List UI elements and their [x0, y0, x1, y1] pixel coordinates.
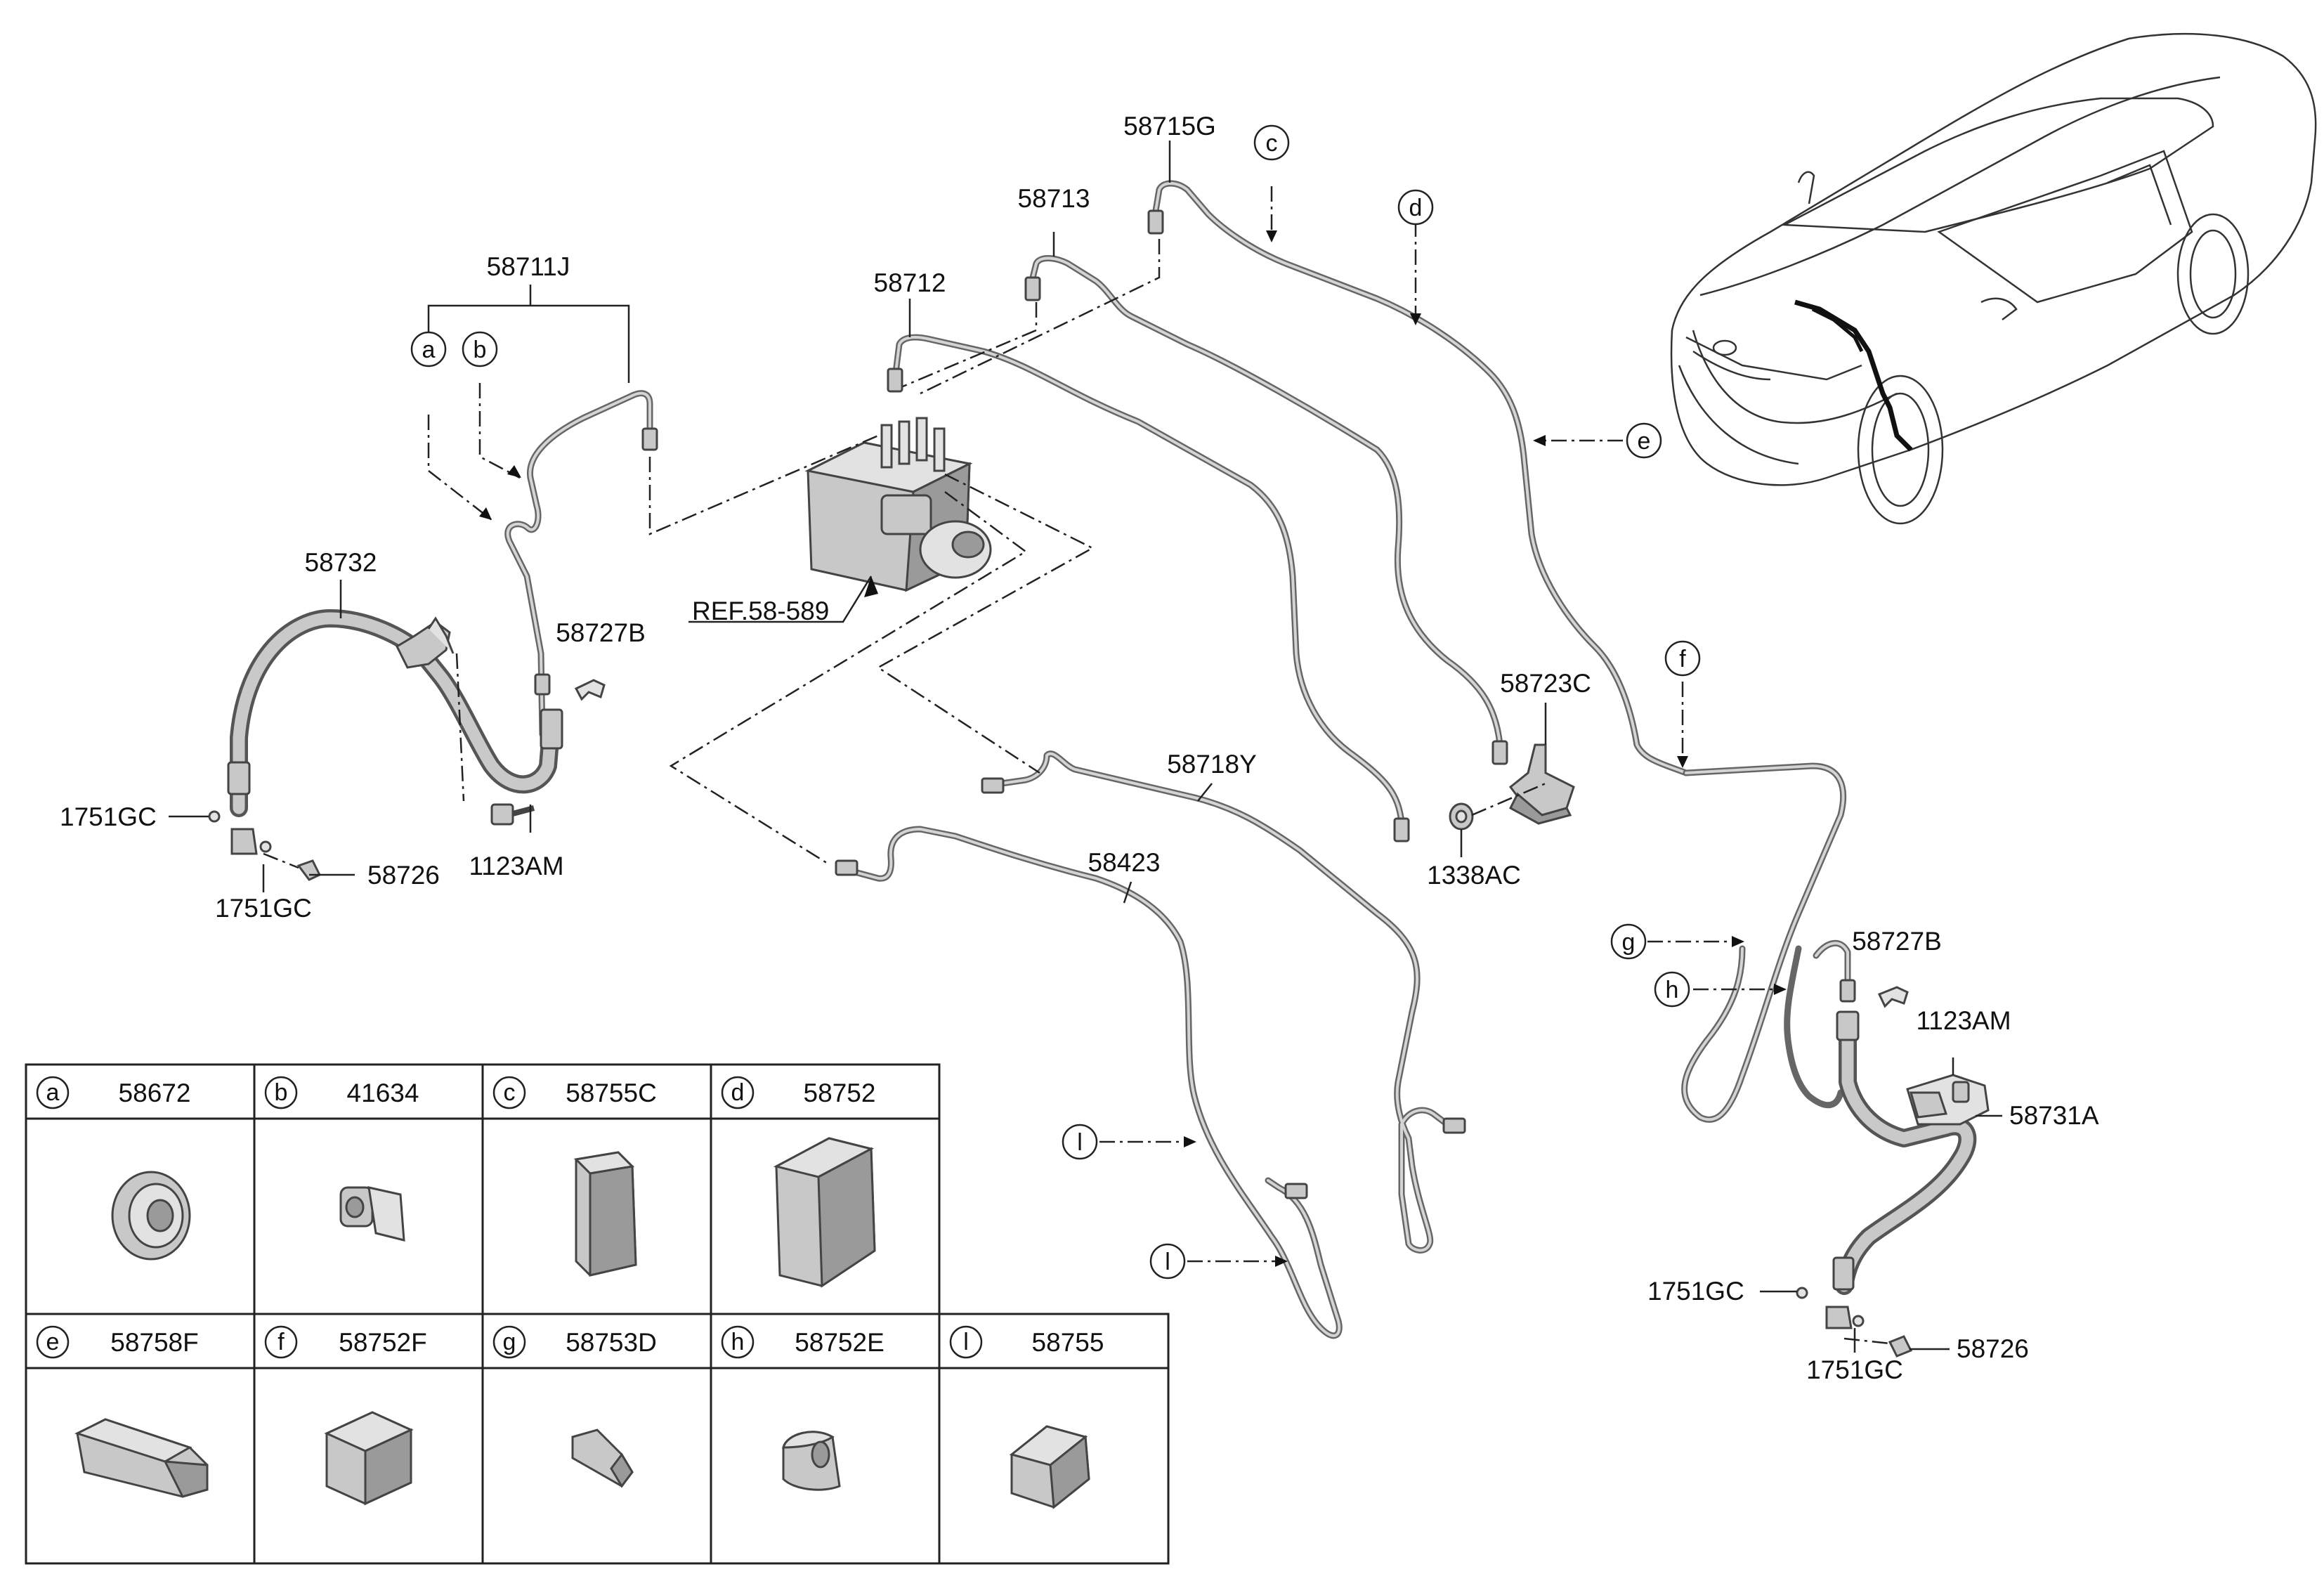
- nut-1338AC: [1449, 802, 1474, 831]
- table-letter-c: c: [504, 1079, 516, 1106]
- callout-e-letter: e: [1638, 428, 1651, 455]
- table-cell-c: c 58755C: [492, 1076, 657, 1277]
- parts-table: a 58672 b 41634 c 58755C d 58752: [25, 1063, 1170, 1565]
- table-letter-b: b: [275, 1079, 288, 1106]
- bracket-58723C: [1508, 743, 1575, 825]
- table-letter-f: f: [278, 1329, 285, 1355]
- brake-pipe-58423: [835, 826, 1343, 1339]
- label-58731A: 58731A: [2009, 1101, 2099, 1130]
- table-cell-e: e 58758F: [36, 1325, 209, 1498]
- bracket-58711J: [427, 285, 630, 383]
- callout-e: [1626, 422, 1662, 459]
- callout-c-letter: c: [1266, 130, 1278, 157]
- callout-c: [1253, 124, 1290, 161]
- label-58726-right: 58726: [1957, 1334, 2029, 1363]
- label-58727B-right: 58727B: [1852, 927, 1942, 956]
- table-part-58758F: 58758F: [110, 1328, 199, 1357]
- table-letter-e: e: [46, 1329, 60, 1355]
- callout-a-letter: a: [422, 337, 436, 363]
- callout-h: [1654, 971, 1690, 1008]
- table-cell-f: f 58752F: [264, 1325, 427, 1506]
- label-1123AM-right: 1123AM: [1916, 1006, 2011, 1035]
- table-cell-l: l 58755: [949, 1325, 1104, 1509]
- brake-hose-58731A: [1796, 1010, 1990, 1358]
- brake-pipe-58713: [1024, 255, 1508, 765]
- callout-d: [1397, 189, 1434, 226]
- label-1751GC-right-top: 1751GC: [1647, 1277, 1744, 1306]
- label-ref-abs: REF.58-589: [692, 597, 829, 625]
- table-part-58755C: 58755C: [566, 1079, 657, 1107]
- callout-l-lower: [1149, 1243, 1186, 1280]
- guide-lines: [263, 186, 1891, 1345]
- brake-pipe-rear-right: [1681, 762, 1856, 1123]
- callout-h-letter: h: [1666, 977, 1679, 1003]
- callout-b: [462, 331, 498, 367]
- brake-hose-58732: [208, 609, 563, 881]
- brake-pipe-58718Y: [981, 750, 1466, 1254]
- table-cell-d: d 58752: [721, 1076, 876, 1288]
- abs-module: [804, 417, 992, 592]
- table-part-58752: 58752: [804, 1079, 876, 1107]
- label-58712: 58712: [874, 268, 946, 297]
- brake-pipe-58712: [887, 334, 1410, 842]
- table-cell-h: h 58752E: [721, 1325, 884, 1491]
- label-58713: 58713: [1018, 184, 1090, 213]
- callout-a: [410, 331, 447, 367]
- label-58423: 58423: [1088, 848, 1161, 877]
- label-58732: 58732: [305, 548, 377, 577]
- label-1751GC-right-bottom: 1751GC: [1806, 1355, 1903, 1384]
- table-cell-b: b 41634: [264, 1076, 419, 1242]
- label-58727B-left: 58727B: [556, 618, 646, 647]
- clip-58727B-right: [1877, 986, 1909, 1008]
- label-1751GC-left-top: 1751GC: [60, 802, 157, 831]
- callout-l-upper: [1062, 1124, 1098, 1160]
- table-part-58672: 58672: [119, 1079, 191, 1107]
- brake-pipe-58715G: [1147, 180, 1690, 776]
- label-58718Y: 58718Y: [1167, 750, 1257, 779]
- table-part-58755: 58755: [1032, 1328, 1104, 1357]
- callout-l-upper-letter: l: [1077, 1129, 1083, 1156]
- table-part-58752F: 58752F: [339, 1328, 427, 1357]
- table-letter-g: g: [503, 1329, 516, 1355]
- label-leaders: [169, 141, 2002, 1353]
- label-1338AC: 1338AC: [1427, 861, 1521, 890]
- part-labels: 58711J 58712 58713 58715G 58732 58727B R…: [60, 112, 2099, 1384]
- callout-f: [1664, 640, 1701, 677]
- callout-circles: a b c d e f g h l l: [410, 124, 1701, 1280]
- label-58723C: 58723C: [1500, 669, 1591, 698]
- table-part-58752E: 58752E: [795, 1328, 884, 1357]
- table-cell-g: g 58753D: [492, 1325, 657, 1488]
- callout-g-letter: g: [1622, 929, 1636, 956]
- label-58715G: 58715G: [1123, 112, 1216, 141]
- callout-arrows: [479, 230, 1787, 1267]
- label-1751GC-left-bottom: 1751GC: [215, 894, 312, 923]
- clip-58727B-left: [574, 679, 606, 701]
- label-58711J: 58711J: [487, 252, 570, 281]
- brake-pipe-58711J: [504, 390, 658, 738]
- label-1123AM-left: 1123AM: [469, 852, 563, 880]
- vehicle-illustration: [1670, 32, 2317, 525]
- callout-d-letter: d: [1409, 195, 1423, 221]
- table-part-41634: 41634: [347, 1079, 419, 1107]
- table-cell-a: a 58672: [36, 1076, 191, 1261]
- label-58726-left: 58726: [367, 861, 440, 890]
- table-letter-l: l: [963, 1329, 969, 1355]
- callout-l-lower-letter: l: [1165, 1249, 1170, 1275]
- table-part-58753D: 58753D: [566, 1328, 657, 1357]
- table-letter-h: h: [731, 1329, 745, 1355]
- callout-b-letter: b: [474, 337, 487, 363]
- table-letter-a: a: [46, 1079, 60, 1106]
- callout-g: [1610, 923, 1647, 960]
- callout-f-letter: f: [1679, 646, 1686, 672]
- table-letter-d: d: [731, 1079, 745, 1106]
